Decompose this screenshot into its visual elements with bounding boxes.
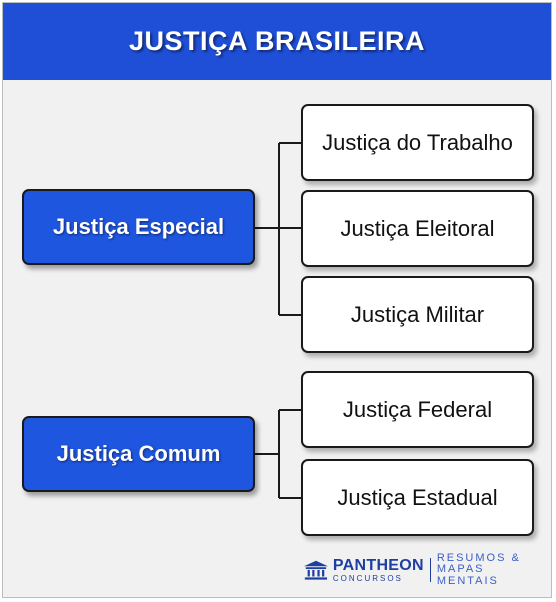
temple-icon [303,560,328,580]
brand-divider [429,558,431,582]
node-label: Justiça Comum [56,441,221,466]
brand-name: PANTHEON CONCURSOS [332,556,424,583]
brand-tagline-2: MAPAS MENTAIS [436,563,499,587]
brand-subtitle: CONCURSOS [332,573,403,583]
node-justica-estadual: Justiça Estadual [301,459,534,536]
node-justica-federal: Justiça Federal [301,371,534,448]
mind-map-frame: JUSTIÇA BRASILEIRA Justiça Especial Just… [2,2,552,598]
brand-tagline: RESUMOS & MAPAS MENTAIS [436,551,543,588]
node-justica-comum: Justiça Comum [22,416,255,492]
node-justica-eleitoral: Justiça Eleitoral [301,190,534,267]
node-justica-especial: Justiça Especial [22,189,255,265]
node-justica-militar: Justiça Militar [301,276,534,353]
node-justica-do-trabalho: Justiça do Trabalho [301,104,534,181]
brand-title: PANTHEON [332,556,424,574]
node-label: Justiça Militar [350,301,485,327]
node-label: Justiça Federal [342,396,493,422]
node-label: Justiça do Trabalho [322,129,513,155]
page-title: JUSTIÇA BRASILEIRA [128,26,426,56]
node-label: Justiça Especial [52,214,225,239]
node-label: Justiça Eleitoral [340,215,495,241]
brand-tagline-1: RESUMOS & [436,551,521,564]
brand-logo: PANTHEON CONCURSOS RESUMOS & MAPAS MENTA… [303,551,543,588]
connector-lines [255,142,303,499]
node-label: Justiça Estadual [337,484,498,510]
title-banner: JUSTIÇA BRASILEIRA [3,3,551,80]
